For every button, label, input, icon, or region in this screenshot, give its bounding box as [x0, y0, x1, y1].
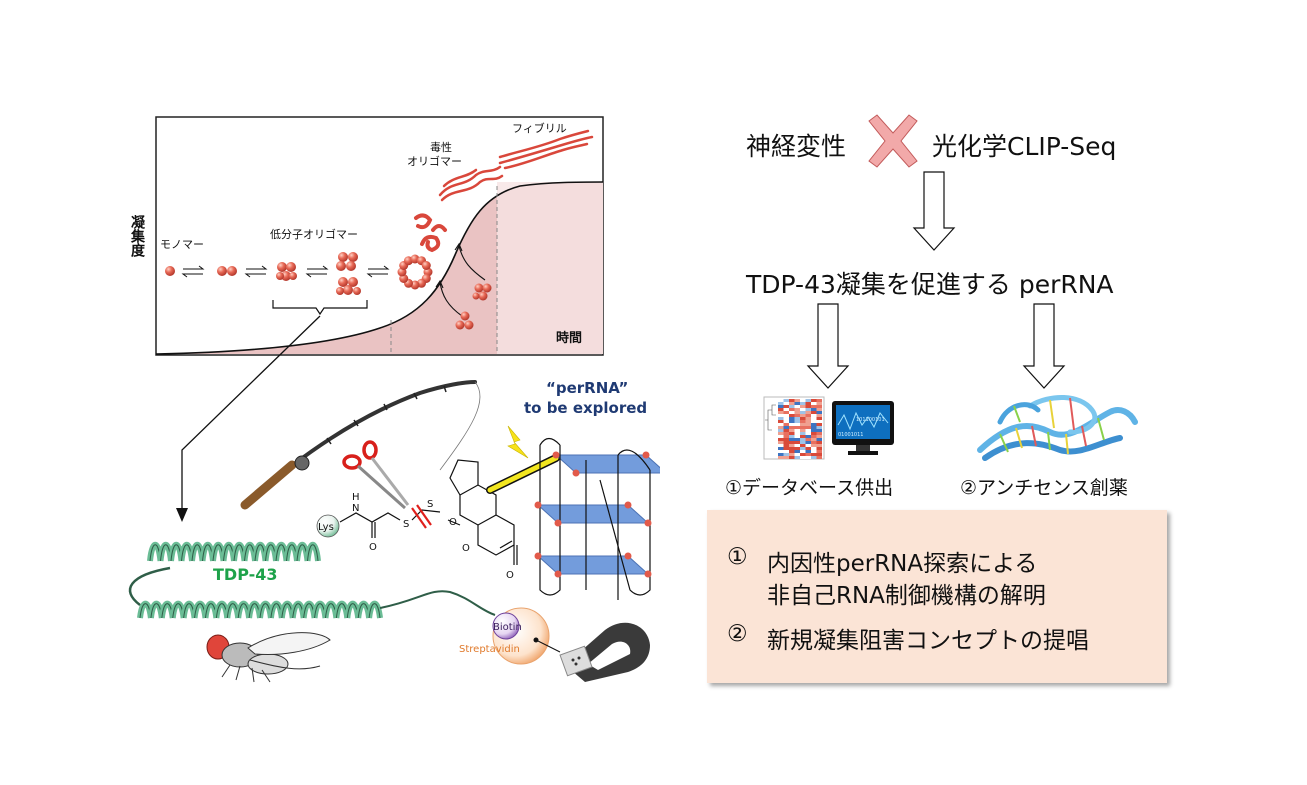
trimer-cluster	[276, 262, 297, 281]
fibril-bundle	[438, 129, 594, 202]
branch-1-caption: ①データベース供出	[725, 477, 894, 499]
lys-bead	[316, 514, 340, 538]
neurodegeneration-label: 神経変性	[746, 132, 847, 161]
lys-label: Lys	[318, 522, 334, 533]
bracket-to-protein-arrow	[181, 315, 321, 510]
sulfur-2: S	[427, 499, 433, 510]
monomer-label: モノマー	[160, 238, 204, 251]
perrna-title: “perRNA”	[546, 379, 628, 397]
monomer-sphere	[165, 266, 175, 276]
summary-item2-num: ②	[727, 621, 748, 647]
psoralen-structure	[449, 459, 518, 565]
g-quadruplex	[534, 437, 660, 600]
carbonyl-o: O	[369, 542, 377, 553]
seed-clusters	[455, 283, 492, 330]
fibril-label: フィブリル	[512, 121, 567, 135]
nucleation-arrows	[435, 242, 486, 317]
hexamer-cluster	[336, 252, 361, 295]
scissors-icon	[342, 440, 410, 510]
low-oligomer-label: 低分子オリゴマー	[270, 227, 358, 241]
equilibrium-arrows	[181, 265, 390, 278]
toxic-oligomer-label: 毒性オリゴマー	[407, 140, 462, 168]
amide-n: N	[352, 503, 359, 514]
y-axis-label: 凝集度	[129, 215, 146, 258]
rna-structure-icon	[977, 394, 1138, 461]
fishing-rod	[240, 380, 481, 510]
graph-phase-shade	[497, 182, 603, 354]
aggregation-graph: 凝集度 時間 モノマー 低分子オリゴマー 毒性オリゴマー フィブリル	[128, 116, 660, 683]
svg-text:101100101: 101100101	[856, 417, 885, 423]
svg-text:01001011: 01001011	[838, 432, 863, 438]
oligomer-bracket	[272, 300, 368, 316]
arrow-right-down	[1022, 303, 1066, 389]
summary-item1-num: ①	[727, 544, 748, 570]
heatmap-icon	[763, 396, 825, 460]
summary-box: ① 内因性perRNA探索による 非自己RNA制御機構の解明 ② 新規凝集阻害コ…	[707, 510, 1167, 683]
lactone-o: O	[462, 543, 470, 554]
photochem-clip-label: 光化学CLIP-Seq	[932, 132, 1117, 161]
graph-fill-area	[156, 182, 603, 354]
linker-bonds	[339, 509, 461, 538]
protein-coil-left	[128, 566, 171, 606]
ether-o: O	[449, 517, 457, 528]
magnet-icon	[559, 622, 650, 682]
lightning-icon	[507, 425, 529, 459]
cleavage-mark	[411, 504, 432, 529]
arrow-left-down	[806, 303, 850, 389]
fruit-fly-icon	[206, 632, 331, 683]
magnet-pointer	[535, 639, 561, 653]
crosslink-bar-inner	[487, 455, 559, 493]
database-icons: 01001011 101100101	[763, 396, 894, 460]
toxic-oligomer-squiggles	[414, 213, 447, 253]
arrowhead-down	[176, 508, 188, 522]
arrow-top-down	[912, 171, 956, 251]
amide-h: H	[352, 492, 360, 503]
monitor-icon: 01001011 101100101	[832, 401, 894, 455]
tdp43-helix-upper	[147, 541, 321, 562]
magnet-pointer-dot	[533, 637, 539, 643]
branch-2-caption: ②アンチセンス創薬	[960, 477, 1128, 499]
middle-flow-label: TDP-43凝集を促進する perRNA	[746, 270, 1114, 299]
cross-icon	[868, 114, 918, 168]
flow-arrows	[806, 171, 1066, 389]
keto-o: O	[506, 570, 514, 581]
x-axis-label: 時間	[556, 330, 582, 346]
summary-item1-line2: 非自己RNA制御機構の解明	[767, 583, 1046, 609]
ring-oligomer	[397, 254, 433, 290]
summary-item2-line1: 新規凝集阻害コンセプトの提唱	[767, 628, 1089, 654]
summary-item1-line1: 内因性perRNA探索による	[767, 551, 1038, 577]
protein-coil-right	[379, 590, 496, 616]
perrna-subtitle: to be explored	[524, 399, 647, 417]
dimer	[217, 266, 237, 276]
sulfur-1: S	[403, 519, 409, 530]
streptavidin-label: Streptavidin	[459, 644, 520, 655]
tdp43-label: TDP-43	[213, 565, 278, 584]
biotin-label: Biotin	[493, 622, 522, 633]
tdp43-helix-lower	[137, 600, 383, 619]
biotin-bead	[492, 612, 520, 640]
